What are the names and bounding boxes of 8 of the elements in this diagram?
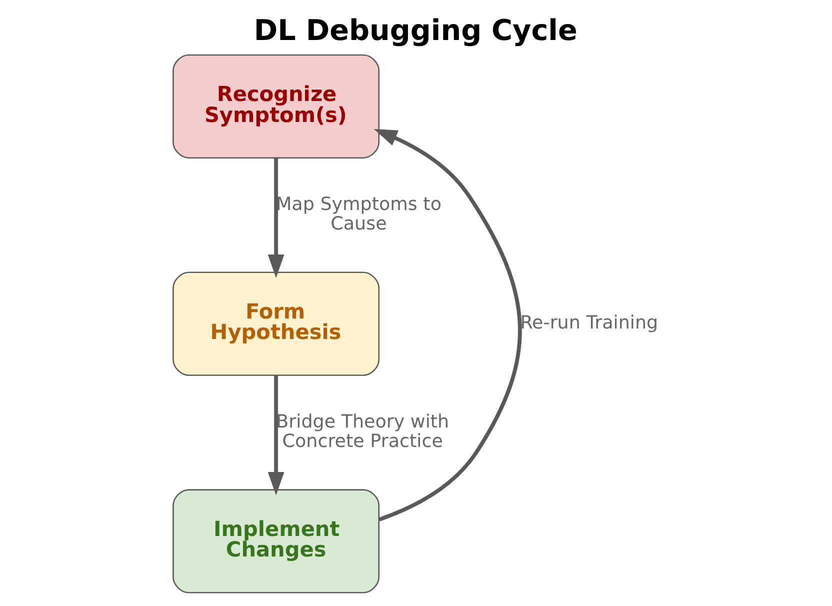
edge-label: Re-run Training — [520, 312, 658, 334]
arrow — [268, 158, 284, 278]
arrow — [374, 128, 522, 522]
diagram-title: DL Debugging Cycle — [254, 13, 578, 48]
node-box: Recognize Symptom(s) — [172, 54, 380, 158]
arrow — [268, 376, 284, 496]
node-box: Implement Changes — [172, 489, 380, 594]
node-box: Form Hypothesis — [172, 272, 380, 376]
